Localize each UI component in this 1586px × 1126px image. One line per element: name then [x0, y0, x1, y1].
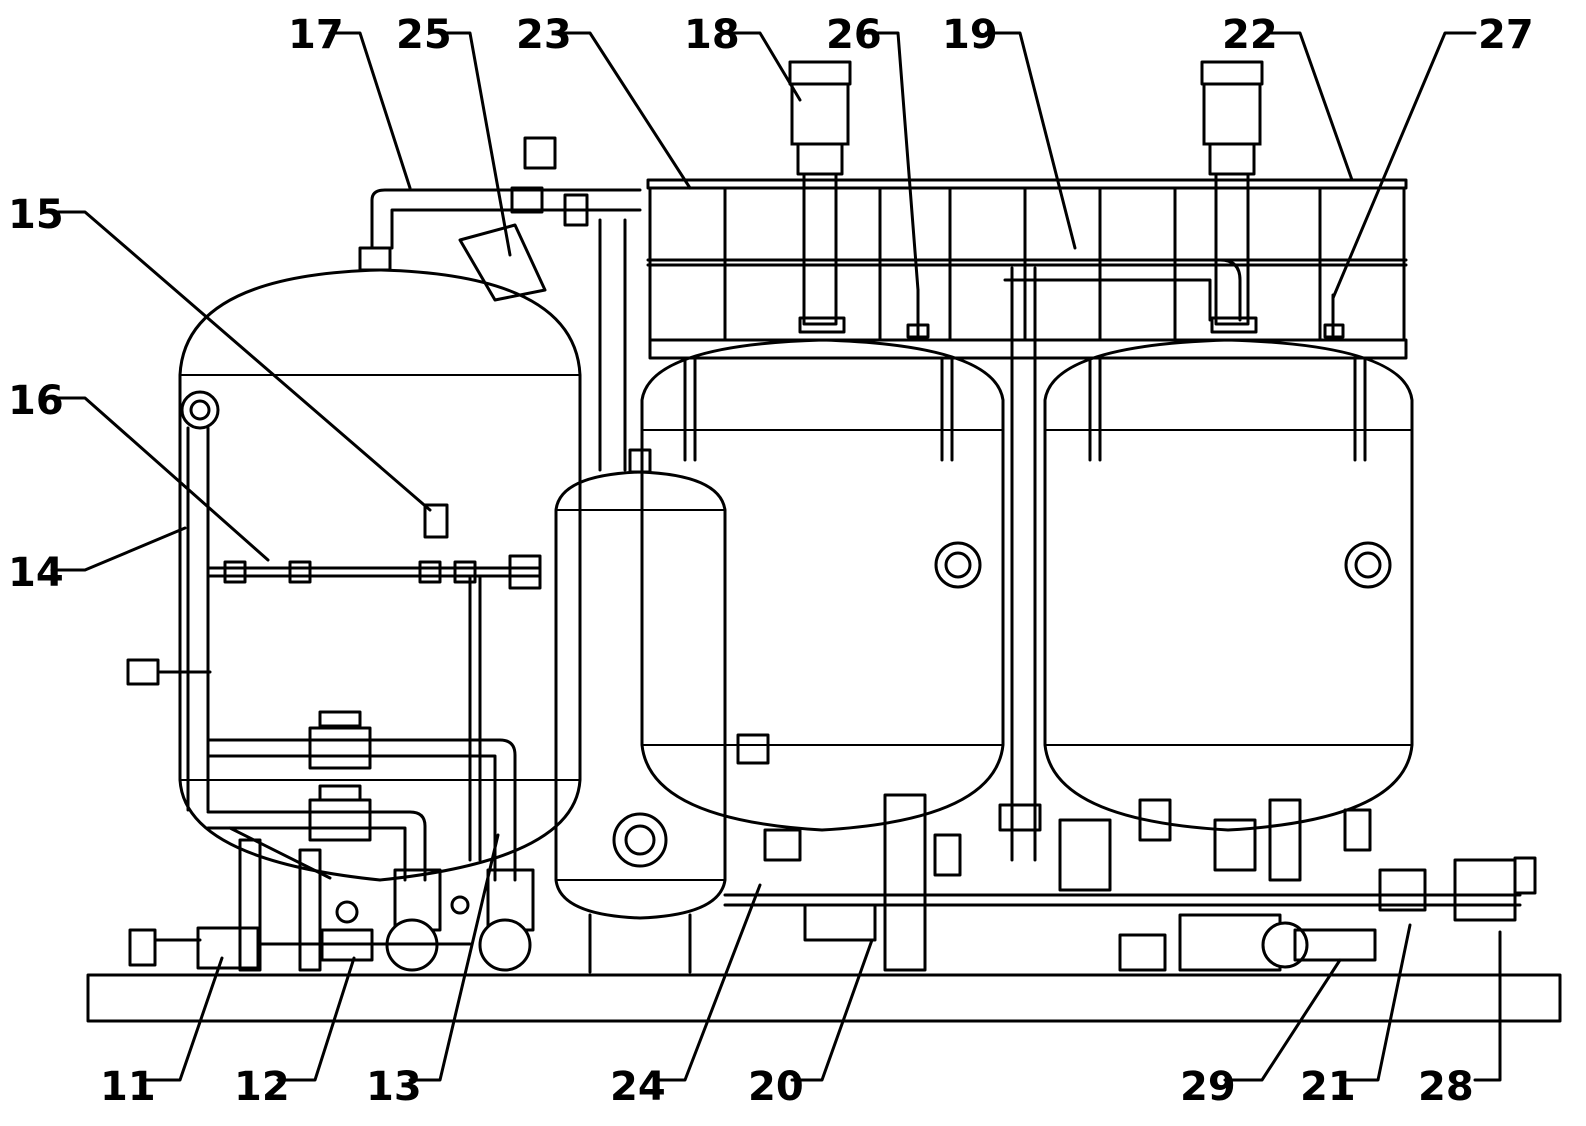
platform-railing-22 [646, 178, 1408, 862]
mixer-motor-left [788, 60, 852, 334]
callout-11: 11 [100, 1064, 156, 1110]
callout-21: 21 [1300, 1064, 1356, 1110]
right-vessel-b [1043, 338, 1414, 832]
left-pressure-vessel [178, 223, 582, 972]
callout-14: 14 [8, 550, 64, 596]
top-pipe-17 [370, 136, 642, 472]
leader-lines [50, 31, 1502, 1082]
callout-20: 20 [748, 1064, 804, 1110]
callout-19: 19 [942, 12, 998, 58]
callout-24: 24 [610, 1064, 666, 1110]
mixer-motor-right [1200, 60, 1264, 334]
callout-17: 17 [288, 12, 344, 58]
callout-13: 13 [366, 1064, 422, 1110]
lower-pipes [126, 658, 535, 972]
base-skid [86, 973, 1562, 1023]
callout-25: 25 [396, 12, 452, 58]
callout-16: 16 [8, 378, 64, 424]
side-pipe-14 [180, 390, 220, 812]
callout-27: 27 [1478, 12, 1534, 58]
callout-22: 22 [1222, 12, 1278, 58]
small-pipe-16 [206, 503, 542, 862]
callout-23: 23 [516, 12, 572, 58]
callout-28: 28 [1418, 1064, 1474, 1110]
instrument-27 [1323, 293, 1345, 339]
callout-12: 12 [234, 1064, 290, 1110]
callout-29: 29 [1180, 1064, 1236, 1110]
level-gauge-26 [906, 288, 930, 339]
callout-26: 26 [826, 12, 882, 58]
bottom-right-piping [723, 793, 1537, 972]
callout-18: 18 [684, 12, 740, 58]
callout-15: 15 [8, 192, 64, 238]
